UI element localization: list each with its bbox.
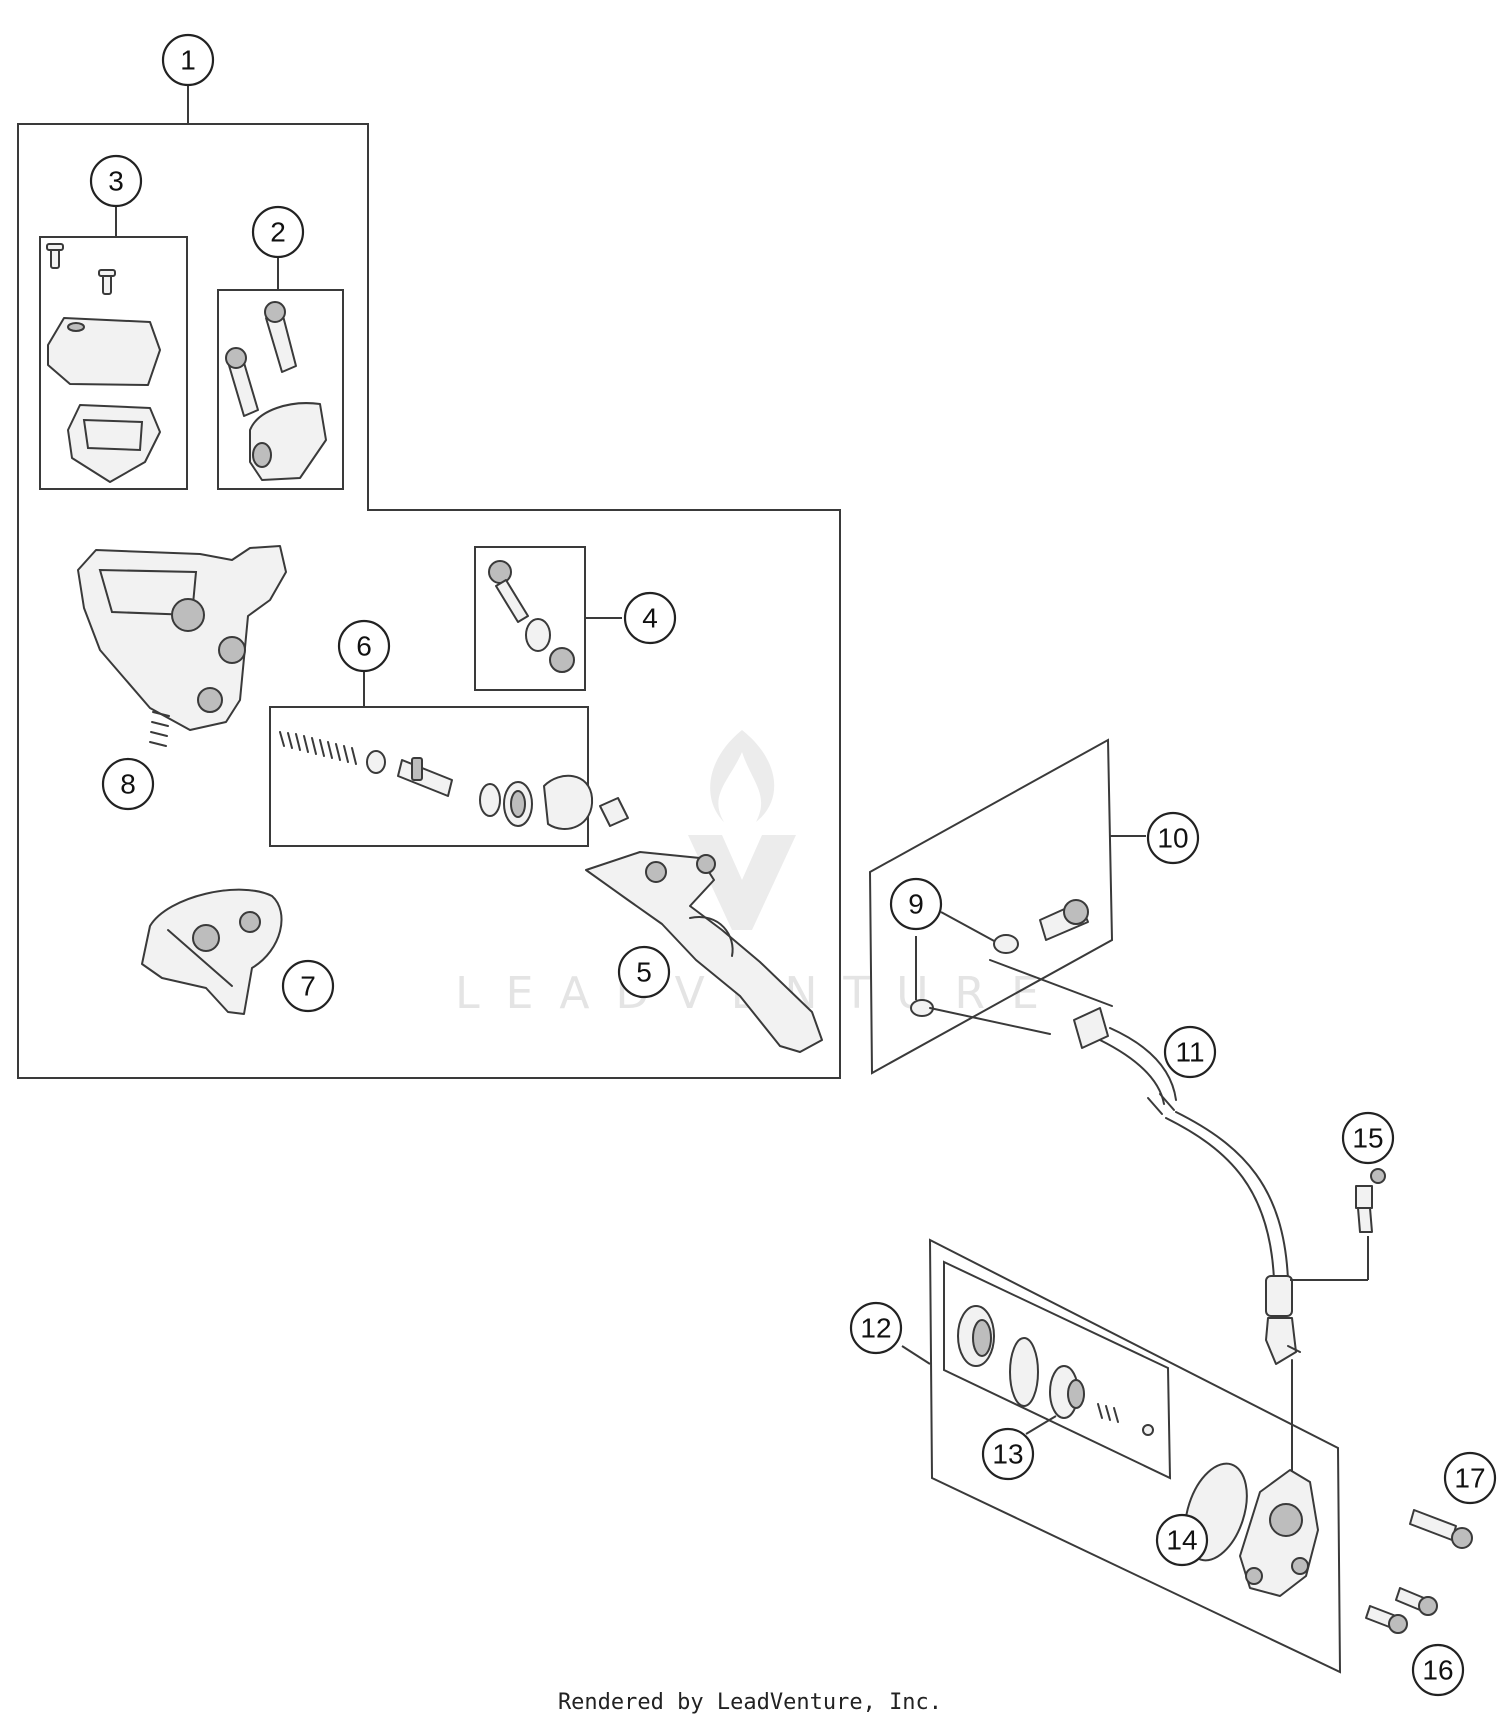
- clutch-hose-part-11: [1073, 1007, 1301, 1381]
- svg-text:10: 10: [1157, 823, 1188, 854]
- group-frame-2: [217, 289, 344, 490]
- slave-cylinder-body-part: [1239, 1469, 1319, 1597]
- leader-9a: [940, 911, 997, 943]
- callout-14: 14: [1155, 1513, 1209, 1567]
- callout-17: 17: [1443, 1451, 1497, 1505]
- bleeder-part-15: [1355, 1168, 1386, 1233]
- group-frame-1: [17, 123, 841, 1079]
- svg-text:1: 1: [180, 45, 196, 76]
- watermark-v-icon: [688, 835, 796, 930]
- bolt-part-17: [1409, 1509, 1473, 1549]
- lever-part-5: [585, 797, 823, 1053]
- callout-16: 16: [1411, 1643, 1465, 1697]
- lever-cover-part-7: [141, 888, 283, 1015]
- piston-kit-part: [279, 731, 594, 830]
- pivot-bolt-part: [488, 560, 575, 673]
- callout-6: 6: [337, 619, 391, 673]
- svg-text:11: 11: [1175, 1037, 1204, 1068]
- reservoir-cover-part: [46, 243, 161, 483]
- svg-text:15: 15: [1352, 1123, 1383, 1154]
- footer-credit: Rendered by LeadVenture, Inc.: [557, 1690, 943, 1715]
- callout-3: 3: [89, 154, 143, 208]
- clamp-bolts-part: [225, 301, 327, 481]
- callout-2: 2: [251, 205, 305, 259]
- group-frame-12: [928, 1238, 1342, 1674]
- leader-12: [901, 1345, 931, 1365]
- group-frame-3: [39, 236, 188, 490]
- leader-13: [1025, 1415, 1057, 1435]
- svg-text:7: 7: [300, 971, 316, 1002]
- svg-text:17: 17: [1454, 1463, 1485, 1494]
- banjo-bolt-part: [910, 899, 1113, 1035]
- slave-cylinder-kit-part: [957, 1305, 1154, 1436]
- callout-1: 1: [161, 33, 215, 87]
- svg-text:12: 12: [860, 1313, 891, 1344]
- master-cylinder-body-part: [77, 545, 287, 731]
- group-frame-6: [269, 706, 589, 847]
- svg-text:3: 3: [108, 166, 124, 197]
- svg-text:13: 13: [992, 1439, 1023, 1470]
- group-frame-10: [868, 738, 1114, 1075]
- callout-9: 9: [889, 877, 943, 931]
- callout-11: 11: [1163, 1025, 1217, 1079]
- callout-8: 8: [101, 757, 155, 811]
- callout-15: 15: [1341, 1111, 1395, 1165]
- bolt-part-16: [1365, 1587, 1438, 1634]
- callout-10: 10: [1146, 811, 1200, 865]
- svg-text:6: 6: [356, 631, 372, 662]
- spring-part-8: [149, 711, 170, 747]
- svg-text:8: 8: [120, 769, 136, 800]
- callout-13: 13: [981, 1427, 1035, 1481]
- svg-text:5: 5: [636, 957, 652, 988]
- watermark-flame-icon: [710, 730, 775, 822]
- svg-text:4: 4: [642, 603, 658, 634]
- callout-4: 4: [623, 591, 677, 645]
- svg-text:16: 16: [1422, 1655, 1453, 1686]
- svg-text:14: 14: [1166, 1525, 1197, 1556]
- callout-7: 7: [281, 959, 335, 1013]
- callout-5: 5: [617, 945, 671, 999]
- svg-text:9: 9: [908, 889, 924, 920]
- svg-text:2: 2: [270, 217, 286, 248]
- callout-12: 12: [849, 1301, 903, 1355]
- group-frame-13: [943, 1260, 1172, 1480]
